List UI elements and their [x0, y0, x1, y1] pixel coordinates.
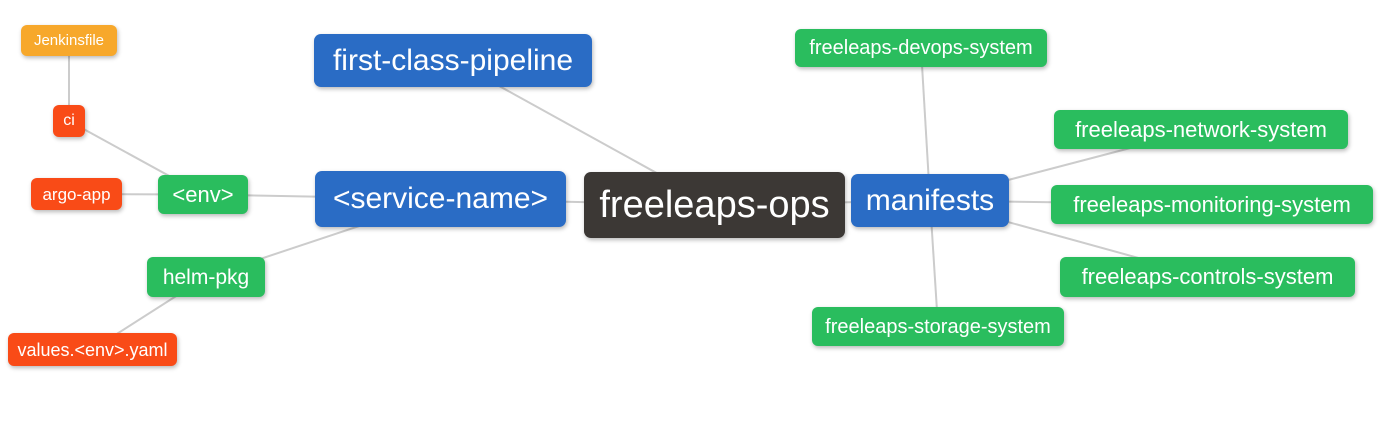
node-storage-system[interactable]: freeleaps-storage-system: [812, 307, 1064, 346]
node-service-name[interactable]: <service-name>: [315, 171, 566, 227]
node-network-system[interactable]: freeleaps-network-system: [1054, 110, 1348, 149]
node-values-env-yaml[interactable]: values.<env>.yaml: [8, 333, 177, 366]
node-jenkinsfile[interactable]: Jenkinsfile: [21, 25, 117, 56]
node-controls-system[interactable]: freeleaps-controls-system: [1060, 257, 1355, 297]
node-monitoring-system[interactable]: freeleaps-monitoring-system: [1051, 185, 1373, 224]
node-argo-app[interactable]: argo-app: [31, 178, 122, 210]
node-first-class-pipeline[interactable]: first-class-pipeline: [314, 34, 592, 87]
node-devops-system[interactable]: freeleaps-devops-system: [795, 29, 1047, 67]
node-ci[interactable]: ci: [53, 105, 85, 137]
node-helm-pkg[interactable]: helm-pkg: [147, 257, 265, 297]
node-freeleaps-ops[interactable]: freeleaps-ops: [584, 172, 845, 238]
node-manifests[interactable]: manifests: [851, 174, 1009, 227]
node-env[interactable]: <env>: [158, 175, 248, 214]
